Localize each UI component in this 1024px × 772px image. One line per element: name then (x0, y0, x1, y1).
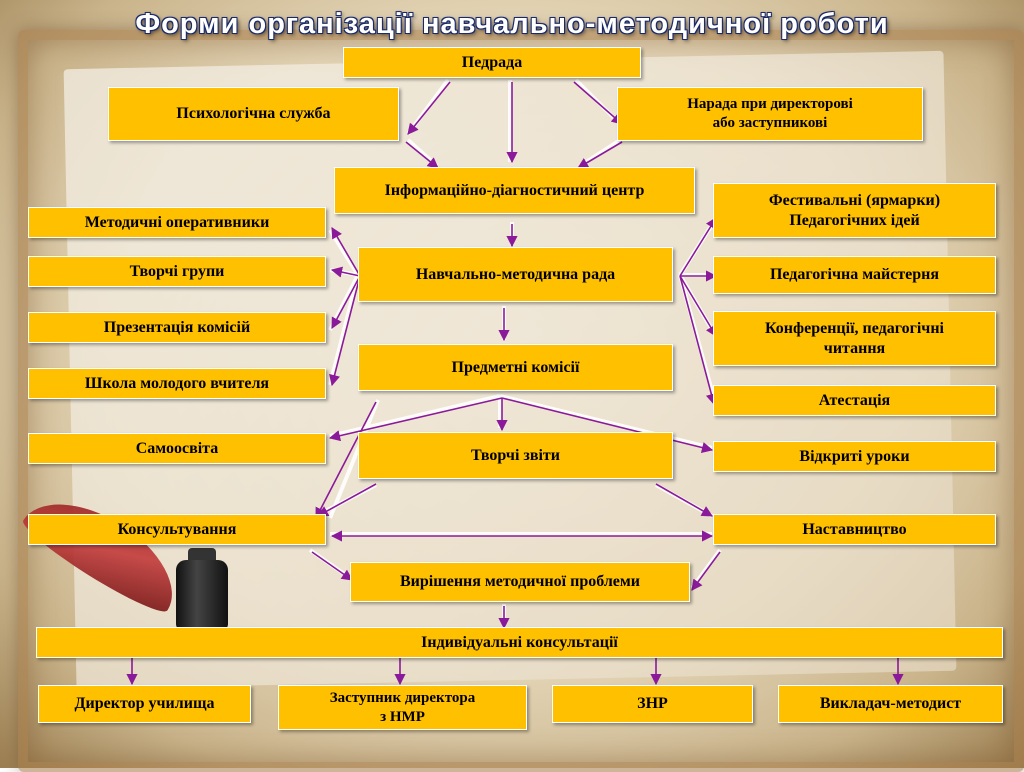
box-znr: ЗНР (552, 685, 753, 723)
box-teacher-methodist: Викладач-методист (778, 685, 1003, 723)
box-method-operatives: Методичні оперативники (28, 207, 326, 238)
box-mentoring: Наставництво (713, 514, 996, 545)
box-psych-service: Психологічна служба (108, 87, 399, 141)
box-method-problem: Вирішення методичної проблеми (350, 562, 690, 602)
box-director-meeting: Нарада при директорові або заступникові (617, 87, 923, 141)
box-deputy-director: Заступник директора з НМР (278, 685, 527, 730)
box-ped-workshop: Педагогічна майстерня (713, 256, 996, 294)
box-subject-commissions: Предметні комісії (358, 344, 673, 391)
box-method-council: Навчально-методична рада (358, 247, 673, 302)
box-pedrada: Педрада (343, 47, 641, 78)
box-festivals: Фестивальні (ярмарки) Педагогічних ідей (713, 183, 996, 238)
box-consulting: Консультування (28, 514, 326, 545)
wooden-frame (18, 30, 1024, 772)
box-college-director: Директор училища (38, 685, 251, 723)
box-conferences: Конференції, педагогічні читання (713, 311, 996, 366)
ink-bottle-icon (176, 560, 228, 630)
box-info-center: Інформаційно-діагностичний центр (334, 167, 695, 214)
box-commission-presentation: Презентація комісій (28, 312, 326, 343)
box-self-education: Самоосвіта (28, 433, 326, 464)
box-creative-groups: Творчі групи (28, 256, 326, 287)
box-open-lessons: Відкриті уроки (713, 441, 996, 472)
arrow-lines (126, 81, 904, 686)
box-attestation: Атестація (713, 385, 996, 416)
box-creative-reports: Творчі звіти (358, 432, 673, 479)
slide-title: Форми організації навчально-методичної р… (135, 8, 889, 40)
box-individual-consult: Індивідуальні консультації (36, 627, 1003, 658)
box-young-teacher-school: Школа молодого вчителя (28, 368, 326, 399)
